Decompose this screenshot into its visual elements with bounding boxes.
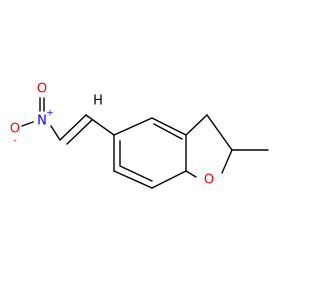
molecule-diagram: O O - N + H O [10,82,269,189]
nitrogen-label: N [37,114,47,129]
bond-vinyl-double [59,114,87,141]
bond-ring-b [151,117,187,136]
bond-o-c2 [221,149,233,174]
bond-group [21,97,269,189]
oxygen-top-label: O [37,82,47,97]
bond-ring-a [113,117,153,136]
plus-sign: + [46,109,54,119]
bond-c-n [50,125,61,141]
bond-vinyl-double-inner [66,119,93,145]
bond-ring-d [151,170,187,189]
bond-ring-b-inner [153,123,183,140]
bond-n-ominus [21,121,34,127]
bond-ring-e [113,170,153,189]
bond-c3-c2 [206,114,233,151]
minus-sign: - [13,136,16,146]
bond-c7a-o [185,170,197,178]
molecule-svg: O O - N + H O [10,82,269,189]
bond-ring-e-inner [119,165,153,182]
hydrogen-label: H [93,94,103,109]
oxygen-ring-label: O [204,173,214,188]
bond-c3a-c3 [185,114,208,136]
oxygen-minus-label: O [10,122,20,137]
bond-aryl-vinyl [85,114,115,136]
